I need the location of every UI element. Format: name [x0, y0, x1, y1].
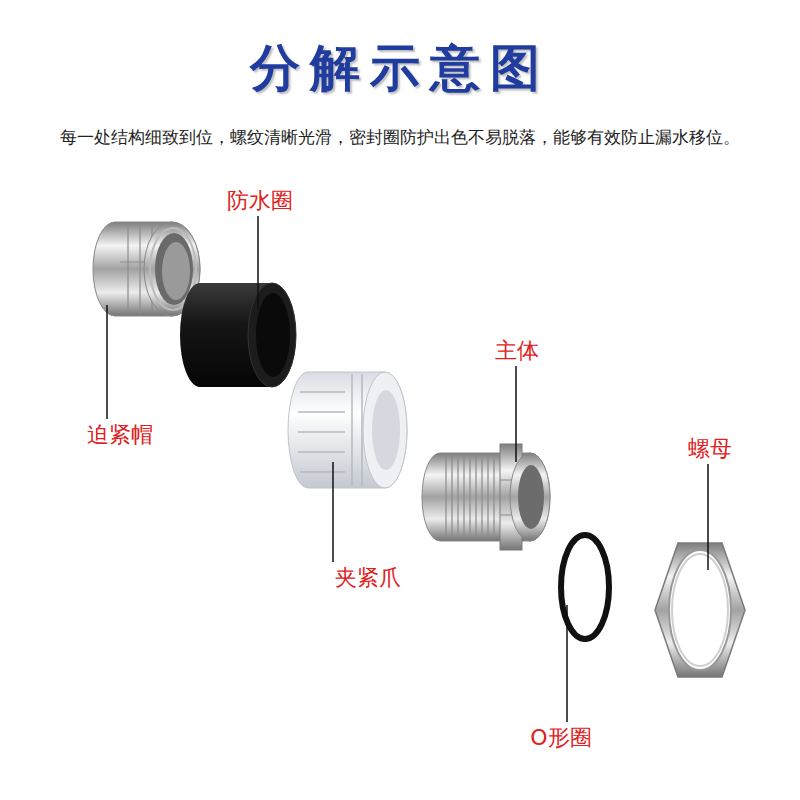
part-label: 螺母: [688, 434, 732, 464]
subtitle-note: 每一处结构细致到位，螺纹清晰光滑，密封圈防护出色不易脱落，能够有效防止漏水移位。: [60, 126, 740, 149]
o-ring-part: [561, 535, 609, 639]
leader-lines: [107, 216, 708, 722]
body-part: [422, 444, 550, 550]
cap-part: [93, 222, 200, 316]
part-label: 夹紧爪: [335, 563, 401, 593]
part-label: O形圈: [530, 723, 591, 753]
page-title: 分解示意图: [250, 35, 550, 102]
seal-part: [180, 283, 296, 387]
nut-part: [655, 543, 745, 677]
part-label: 主体: [495, 336, 539, 366]
claw-part: [288, 372, 407, 488]
part-label: 迫紧帽: [87, 420, 153, 450]
part-label: 防水圈: [227, 186, 293, 216]
